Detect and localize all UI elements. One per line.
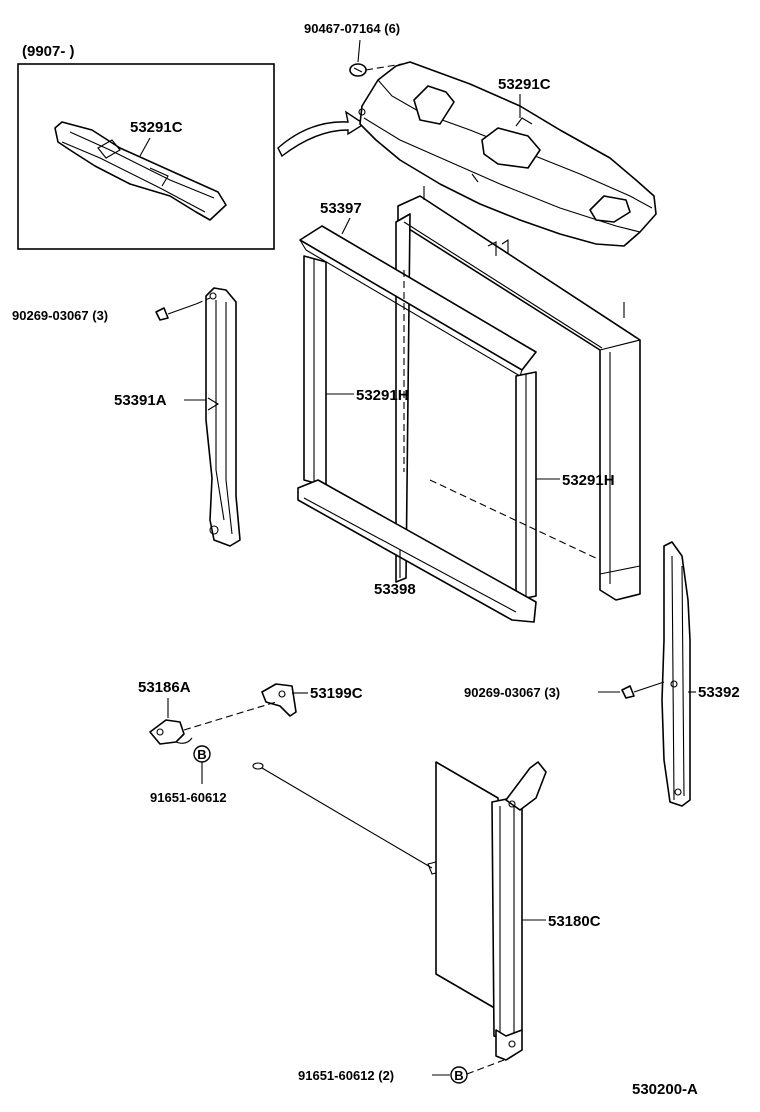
inset-date-code: (9907- ) (22, 43, 75, 60)
label-clip-top: 90467-07164 (6) (304, 21, 400, 36)
label-seal-lower: 53398 (374, 581, 416, 598)
clip-icon (349, 63, 403, 77)
side-panel (435, 761, 547, 1061)
inset-arrow (277, 110, 366, 158)
bolt-right-icon (621, 681, 665, 699)
label-bolt-right: 90269-03067 (3) (464, 685, 560, 700)
hood-lock-bracket-icon (261, 683, 297, 717)
figure-id: 530200-A (632, 1081, 698, 1098)
label-side-panel: 53180C (548, 913, 601, 930)
release-cable (252, 762, 441, 875)
label-hood-lock-bracket: 53199C (310, 685, 363, 702)
label-upper-cover: 53291C (498, 76, 551, 93)
label-bolt-upper: 91651-60612 (150, 790, 227, 805)
label-seal-side-left: 53291H (356, 387, 409, 404)
label-bolt-left: 90269-03067 (3) (12, 308, 108, 323)
radiator-core (395, 186, 641, 601)
bolt-marker-lower: B (450, 1066, 468, 1084)
upper-cover (358, 61, 657, 247)
inset-cover-part (54, 121, 227, 221)
label-seal-side-right: 53291H (562, 472, 615, 489)
bolt-marker-upper: B (193, 745, 211, 763)
seal-frame (297, 225, 601, 623)
bolt-marker-upper-text: B (197, 747, 206, 762)
inset-box: (9907- ) 53291C (17, 43, 366, 250)
label-bolt-lower: 91651-60612 (2) (298, 1068, 394, 1083)
bolt-marker-lower-text: B (454, 1068, 463, 1083)
label-seal-upper: 53397 (320, 200, 362, 217)
label-lock-hook: 53186A (138, 679, 191, 696)
inset-part-label: 53291C (130, 119, 183, 136)
label-deflector-left: 53391A (114, 392, 167, 409)
label-deflector-right: 53392 (698, 684, 740, 701)
right-deflector (661, 541, 691, 807)
lock-hook-icon (149, 719, 185, 745)
bolt-left-icon (155, 297, 211, 321)
left-deflector (205, 287, 241, 547)
